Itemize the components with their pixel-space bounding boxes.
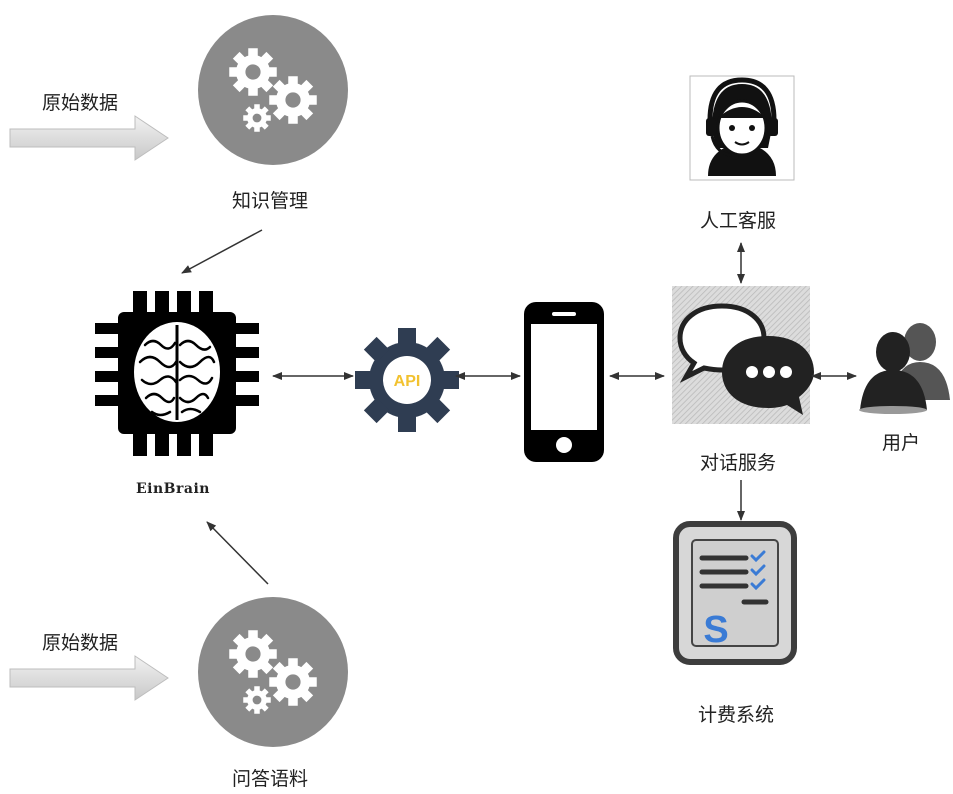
billing-checklist-icon: S xyxy=(673,521,797,665)
knowledge-label: 知识管理 xyxy=(232,190,309,212)
chat-bubbles-icon xyxy=(672,286,814,424)
input-arrow-bottom-icon xyxy=(9,655,169,701)
human-service-label: 人工客服 xyxy=(700,210,777,232)
svg-text:S: S xyxy=(703,609,728,651)
arrow-knowledge-to-core xyxy=(181,229,263,274)
user-label: 用户 xyxy=(882,432,921,454)
api-badge-text: API xyxy=(394,373,421,390)
qa-label: 问答语料 xyxy=(232,768,309,790)
billing-label: 计费系统 xyxy=(698,704,775,726)
input-top-label: 原始数据 xyxy=(42,92,119,114)
input-arrow-top-icon xyxy=(9,115,169,161)
dialog-service-label: 对话服务 xyxy=(700,452,777,474)
users-icon xyxy=(859,323,950,414)
knowledge-gears-icon xyxy=(198,15,348,165)
headset-agent-icon xyxy=(689,75,795,181)
brain-chip-icon xyxy=(95,291,259,456)
core-label: EinBrain xyxy=(136,481,210,497)
input-bottom-label: 原始数据 xyxy=(42,632,119,654)
smartphone-icon xyxy=(524,302,604,462)
qa-gears-icon xyxy=(198,597,348,747)
arrow-qa-to-core xyxy=(206,521,269,585)
api-gear-icon: API xyxy=(355,328,459,432)
